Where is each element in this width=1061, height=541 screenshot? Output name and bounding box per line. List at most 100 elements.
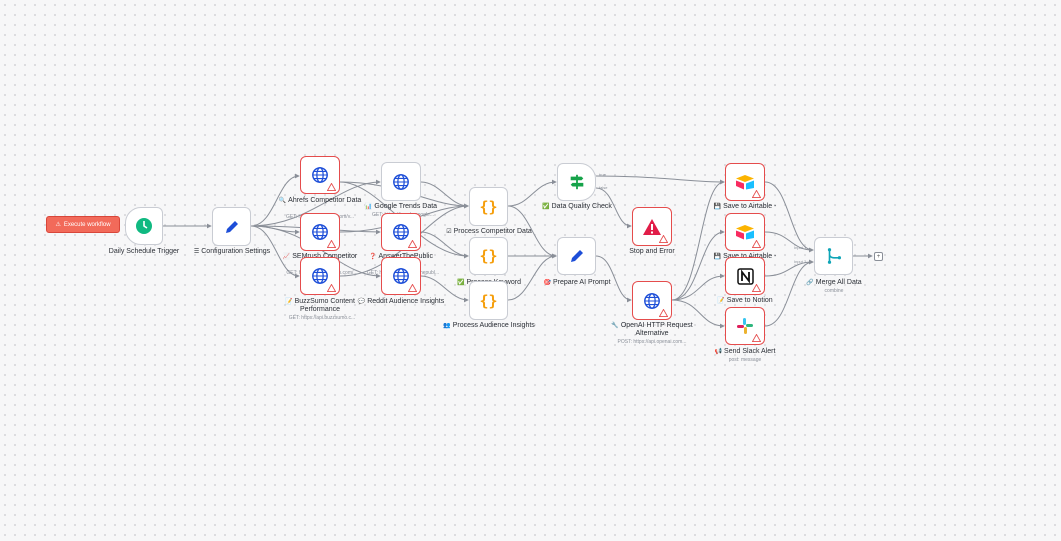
node-ahrefs-competitor-data[interactable] [300, 156, 340, 194]
notion-icon [736, 267, 754, 285]
node-label: 📊Google Trends Data [364, 203, 438, 210]
question-icon: ❓ [369, 254, 377, 260]
globe-icon [312, 268, 328, 284]
megaphone-icon: 📢 [714, 349, 723, 355]
true-port-label: true [599, 172, 606, 177]
people-icon: 👥 [443, 323, 451, 329]
node-label: 👥Process Audience Insights [443, 322, 535, 329]
clock-icon [136, 218, 152, 234]
warning-icon [327, 183, 336, 191]
node-label: 🔗Merge All Data [806, 279, 862, 286]
error-triangle-icon [643, 218, 661, 235]
false-port-label: false [599, 185, 608, 190]
node-save-to-airtable-1[interactable] [725, 163, 765, 201]
warning-icon [408, 284, 417, 292]
save-icon: 💾 [713, 254, 722, 260]
node-label: ❓AnswerThePublic [353, 253, 449, 261]
node-process-keyword[interactable]: {} [469, 237, 508, 275]
node-label: 🔍Ahrefs Competitor Data [278, 197, 362, 204]
node-reddit-audience-insights[interactable] [381, 257, 421, 295]
input-2-label: Input 2 [794, 259, 807, 264]
node-label: 💾Save to Airtable - [713, 203, 777, 210]
node-label: 💾Save to Airtable - [713, 253, 777, 260]
node-label: ☰Configuration Settings [193, 248, 271, 255]
note-icon: 📝 [285, 299, 293, 305]
bar-chart-icon: 📊 [364, 204, 373, 210]
globe-icon [393, 224, 409, 240]
node-label: 📝BuzzSumo Content Performance [285, 298, 355, 313]
warning-icon [327, 240, 336, 248]
save-icon: 💾 [713, 204, 722, 210]
node-label: Daily Schedule Trigger [108, 248, 180, 255]
node-subtitle: GET: https://api.buzzsumo.c... [288, 315, 356, 321]
airtable-icon [736, 175, 754, 190]
node-buzzsumo-content-performance[interactable] [300, 257, 340, 295]
chart-icon: 📈 [282, 254, 291, 260]
node-daily-schedule-trigger[interactable] [125, 207, 163, 245]
node-process-audience-insights[interactable]: {} [469, 281, 508, 320]
node-subtitle: combine [824, 288, 844, 294]
warning-icon [408, 240, 417, 248]
globe-icon [312, 224, 328, 240]
node-save-to-notion[interactable] [725, 257, 765, 295]
airtable-icon [736, 225, 754, 240]
node-prepare-ai-prompt[interactable] [557, 237, 596, 275]
node-label: 📈SEMrush Competitor [282, 253, 358, 260]
node-answerthepublic[interactable] [381, 213, 421, 251]
input-1-label: Input 1 [794, 245, 807, 250]
slack-icon [737, 318, 753, 334]
warning-icon [659, 235, 668, 243]
node-label: ☑Process Competitor Data [446, 228, 532, 235]
signpost-icon [570, 174, 583, 190]
node-process-competitor-data[interactable]: {} [469, 187, 508, 226]
check-icon: ✅ [457, 280, 465, 286]
wrench-icon: 🔧 [611, 323, 619, 329]
code-braces-icon: {} [479, 247, 498, 265]
node-subtitle: POST: https://api.openai.com... [617, 339, 687, 345]
node-label: 💬Reddit Audience Insights [357, 298, 445, 305]
chat-icon: 💬 [357, 299, 366, 305]
node-stop-and-error[interactable] [632, 207, 672, 246]
node-save-to-airtable-2[interactable] [725, 213, 765, 251]
globe-icon [312, 167, 328, 183]
globe-icon [393, 173, 409, 190]
check-icon: ✅ [542, 204, 550, 210]
list-icon: ☰ [193, 249, 200, 255]
flask-icon: ⚠ [55, 222, 61, 228]
warning-icon [752, 190, 761, 198]
node-label: Stop and Error [629, 248, 675, 255]
node-google-trends-data[interactable] [381, 162, 421, 201]
node-label: 📢Send Slack Alert [714, 348, 776, 355]
globe-icon [393, 268, 409, 284]
target-icon: 🎯 [543, 280, 551, 286]
pencil-icon [225, 220, 238, 233]
warning-icon [659, 309, 668, 317]
node-data-quality-check[interactable] [557, 163, 596, 201]
execute-workflow-button[interactable]: ⚠ Execute workflow [46, 216, 120, 233]
node-send-slack-alert[interactable] [725, 307, 765, 345]
code-braces-icon: {} [479, 291, 498, 310]
node-configuration-settings[interactable] [212, 207, 251, 246]
add-node-button[interactable]: + [874, 252, 883, 261]
merge-icon [827, 248, 841, 264]
link-icon: 🔗 [806, 280, 814, 286]
warning-icon [752, 240, 761, 248]
search-icon: 🔍 [278, 198, 287, 204]
node-merge-all-data[interactable] [814, 237, 853, 275]
pencil-icon [570, 250, 583, 262]
warning-icon [752, 284, 761, 292]
note-icon: 📝 [717, 298, 725, 304]
node-semrush-competitor[interactable] [300, 213, 340, 251]
warning-icon [327, 284, 336, 292]
node-label: 📝Save to Notion [717, 297, 773, 304]
node-label: ✅Data Quality Check [542, 203, 612, 210]
node-label: 🎯Prepare AI Prompt [543, 279, 611, 286]
node-openai-http-request[interactable] [632, 281, 672, 320]
checkbox-icon: ☑ [446, 229, 452, 235]
node-subtitle: post: message [728, 357, 762, 363]
code-braces-icon: {} [479, 197, 498, 216]
warning-icon [752, 334, 761, 342]
node-label: 🔧OpenAI HTTP Request Alternative [611, 322, 693, 337]
